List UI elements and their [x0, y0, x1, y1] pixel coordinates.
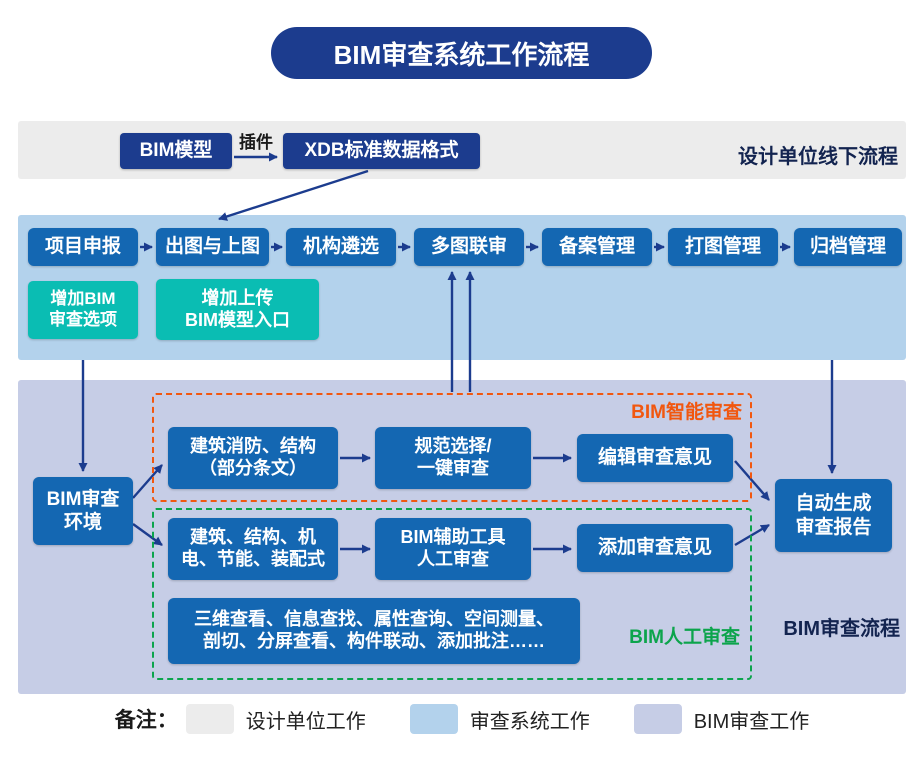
node-fire-structure: 建筑消防、结构 （部分条文） — [168, 427, 338, 489]
addition-review-option: 增加BIM 审查选项 — [28, 281, 138, 339]
step-multi-drawing-review: 多图联审 — [414, 228, 524, 266]
legend-swatch-bim-review — [633, 704, 682, 734]
node-disciplines: 建筑、结构、机 电、节能、装配式 — [168, 518, 338, 580]
legend-item-bim-review: BIM审查工作 — [633, 704, 810, 734]
node-code-selection: 规范选择/ 一键审查 — [375, 427, 531, 489]
manual-review-dashed-box: BIM人工审查 — [152, 508, 752, 680]
legend: 备注： 设计单位工作 审查系统工作 BIM审查工作 — [0, 704, 924, 734]
smart-review-label: BIM智能审查 — [631, 402, 742, 423]
step-project-application: 项目申报 — [28, 228, 138, 266]
step-archive-management: 归档管理 — [794, 228, 902, 266]
node-auto-report: 自动生成 审查报告 — [775, 479, 892, 552]
node-review-environment: BIM审查 环境 — [33, 477, 133, 545]
legend-item-design-unit: 设计单位工作 — [185, 704, 410, 734]
node-tool-features: 三维查看、信息查找、属性查询、空间测量、 剖切、分屏查看、构件联动、添加批注…… — [168, 598, 580, 664]
legend-label-bim-review: BIM审查工作 — [693, 710, 810, 733]
node-xdb-format: XDB标准数据格式 — [283, 133, 480, 169]
node-edit-opinion: 编辑审查意见 — [577, 434, 733, 482]
step-filing-management: 备案管理 — [542, 228, 652, 266]
page-title: BIM审查系统工作流程 — [271, 27, 652, 79]
addition-upload-entry: 增加上传 BIM模型入口 — [156, 279, 319, 340]
step-printing-management: 打图管理 — [668, 228, 778, 266]
offline-section-label: 设计单位线下流程 — [738, 146, 898, 168]
node-add-opinion: 添加审查意见 — [577, 524, 733, 572]
legend-swatch-design-unit — [185, 704, 234, 734]
manual-review-label: BIM人工审查 — [629, 627, 740, 648]
step-agency-selection: 机构遴选 — [286, 228, 396, 266]
review-section-label: BIM审查流程 — [783, 618, 900, 640]
legend-label-design-unit: 设计单位工作 — [245, 710, 366, 733]
smart-review-dashed-box: BIM智能审查 — [152, 393, 752, 502]
legend-note-label: 备注： — [114, 709, 178, 732]
legend-swatch-review-system — [409, 704, 458, 734]
plugin-label: 插件 — [239, 133, 273, 152]
legend-label-review-system: 审查系统工作 — [469, 710, 590, 733]
node-assist-tool: BIM辅助工具 人工审查 — [375, 518, 531, 580]
node-bim-model: BIM模型 — [120, 133, 232, 169]
legend-item-review-system: 审查系统工作 — [409, 704, 634, 734]
step-drawing-upload: 出图与上图 — [156, 228, 269, 266]
